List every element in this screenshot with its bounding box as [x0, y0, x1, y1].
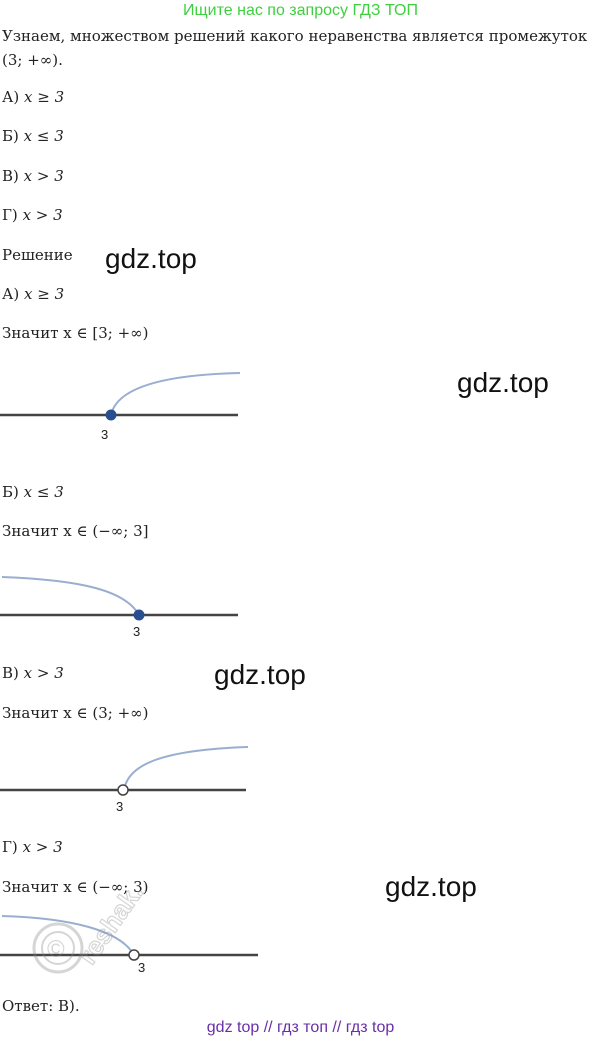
number-line-b: 3 — [0, 576, 238, 639]
option-a: А) x ≥ 3 — [2, 88, 64, 106]
search-hint-header: Ищите нас по запросу ГДЗ ТОП — [183, 2, 418, 19]
solution-part-v-interval: Значит x ∈ (3; +∞) — [2, 704, 149, 722]
solution-title: Решение — [2, 246, 73, 264]
task-statement: Узнаем, множеством решений какого нераве… — [2, 27, 588, 69]
answer-text: Ответ: В). — [2, 997, 80, 1015]
means-word: Значит — [2, 878, 59, 896]
open-point — [117, 784, 129, 796]
solution-part-a-heading: А) x ≥ 3 — [2, 285, 64, 303]
solution-ray — [1, 915, 135, 956]
solution-part-g-interval: Значит x ∈ (−∞; 3) — [2, 878, 149, 896]
part-label: Б) — [2, 483, 19, 501]
gdz-watermark: gdz.top — [105, 243, 197, 274]
reshak-watermark: © reshak.ru — [18, 890, 148, 980]
solution-part-b-interval: Значит x ∈ (−∞; 3] — [2, 522, 149, 540]
part-expression: x ≤ 3 — [23, 483, 64, 501]
tick-label: 3 — [116, 799, 123, 814]
tick-label: 3 — [138, 960, 145, 975]
number-line-g: 3 — [0, 915, 258, 975]
filled-point — [105, 409, 117, 421]
interval-text: x ∈ (−∞; 3) — [63, 878, 149, 896]
option-label: Г) — [2, 206, 18, 224]
means-word: Значит — [2, 704, 59, 722]
svg-text:©: © — [47, 936, 65, 963]
solution-part-g-heading: Г) x > 3 — [2, 838, 63, 856]
option-expression: x > 3 — [22, 206, 63, 224]
part-expression: x > 3 — [22, 838, 63, 856]
number-line-a: 3 — [0, 372, 241, 442]
part-expression: x ≥ 3 — [24, 285, 65, 303]
solution-ray — [1, 576, 140, 616]
open-point — [128, 949, 140, 961]
means-word: Значит — [2, 324, 59, 342]
filled-point — [133, 609, 145, 621]
tick-label: 3 — [101, 427, 108, 442]
interval-text: x ∈ [3; +∞) — [63, 324, 149, 342]
solution-part-b-heading: Б) x ≤ 3 — [2, 483, 64, 501]
svg-text:reshak.ru: reshak.ru — [72, 890, 148, 970]
option-v: В) x > 3 — [2, 167, 64, 185]
option-b: Б) x ≤ 3 — [2, 127, 64, 145]
option-label: А) — [2, 88, 20, 106]
tick-label: 3 — [133, 624, 140, 639]
interval-text: x ∈ (3; +∞) — [63, 704, 149, 722]
gdz-watermark: gdz.top — [385, 871, 477, 902]
option-expression: x ≥ 3 — [24, 88, 65, 106]
gdz-watermark: gdz.top — [214, 659, 306, 690]
part-label: В) — [2, 664, 19, 682]
interval-text: x ∈ (−∞; 3] — [63, 522, 149, 540]
solution-part-a-interval: Значит x ∈ [3; +∞) — [2, 324, 149, 342]
number-line-v: 3 — [0, 746, 249, 814]
solution-ray — [110, 372, 241, 416]
part-expression: x > 3 — [23, 664, 64, 682]
copyright-icon: © reshak.ru — [32, 890, 148, 974]
option-label: Б) — [2, 127, 19, 145]
footer-links[interactable]: gdz top // гдз топ // гдз top — [206, 1019, 395, 1036]
solution-part-v-heading: В) x > 3 — [2, 664, 64, 682]
part-label: Г) — [2, 838, 18, 856]
gdz-watermark: gdz.top — [457, 367, 549, 398]
option-expression: x ≤ 3 — [23, 127, 64, 145]
option-expression: x > 3 — [23, 167, 64, 185]
means-word: Значит — [2, 522, 59, 540]
part-label: А) — [2, 285, 20, 303]
option-g: Г) x > 3 — [2, 206, 63, 224]
option-label: В) — [2, 167, 19, 185]
solution-ray — [123, 746, 249, 791]
